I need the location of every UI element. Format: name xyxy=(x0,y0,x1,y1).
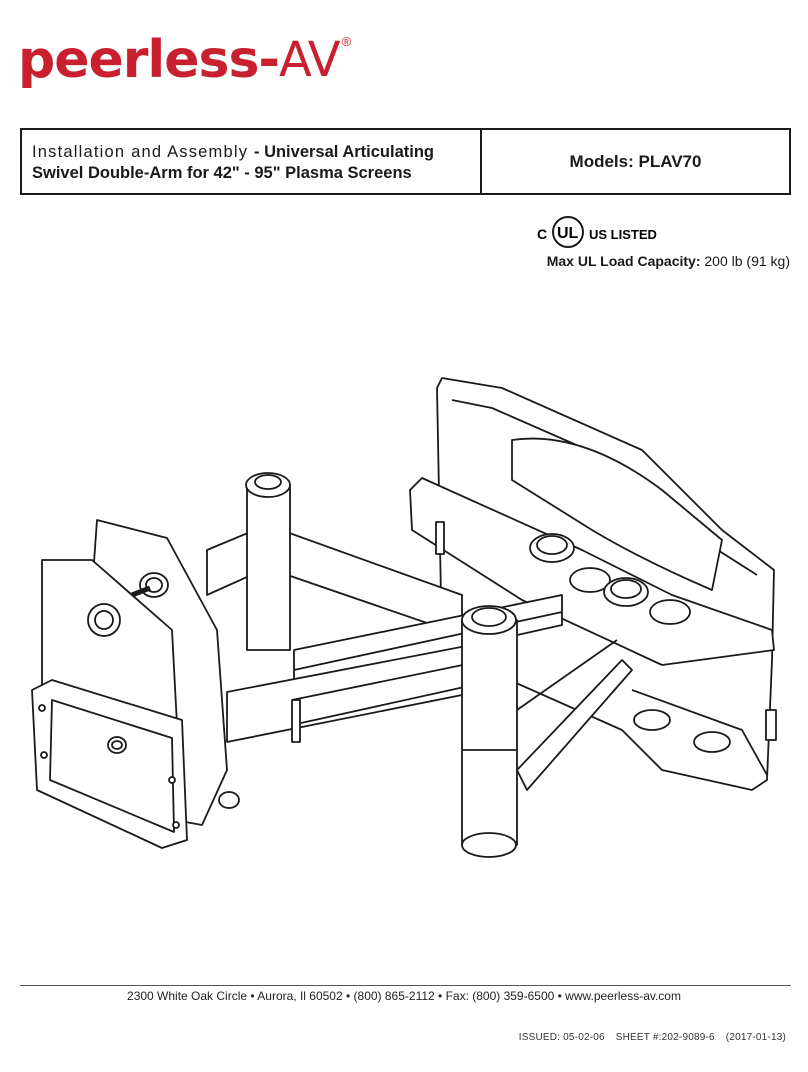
mount-illustration xyxy=(31,377,777,858)
load-capacity-label: Max UL Load Capacity: xyxy=(546,253,701,269)
title-block: Installation and Assembly - Universal Ar… xyxy=(20,128,791,195)
load-capacity-value: 200 lb (91 kg) xyxy=(704,253,790,269)
sheet-number: SHEET #:202-9089-6 xyxy=(615,1032,715,1043)
ul-c-text: C xyxy=(537,226,547,242)
logo-wordmark: peerless- xyxy=(18,30,280,90)
footer-issue-info: ISSUED: 05-02-06 SHEET #:202-9089-6 (201… xyxy=(511,1032,786,1043)
ul-listed-text: US LISTED xyxy=(589,227,657,242)
revision-date: (2017-01-13) xyxy=(725,1032,786,1043)
load-capacity: Max UL Load Capacity: 200 lb (91 kg) xyxy=(547,253,790,269)
registered-mark: ® xyxy=(341,34,352,49)
title-line1-bold: - Universal Articulating xyxy=(253,143,434,161)
models-label: Models: PLAV70 xyxy=(569,151,702,171)
footer-divider xyxy=(20,985,791,986)
forearm xyxy=(226,605,633,858)
document-title: Installation and Assembly - Universal Ar… xyxy=(22,130,482,193)
title-line1-light: Installation and Assembly xyxy=(32,143,254,161)
ul-listed-icon: C UL US LISTED xyxy=(537,216,657,248)
wall-plate xyxy=(409,377,777,791)
footer-address: 2300 White Oak Circle • Aurora, Il 60502… xyxy=(127,989,681,1003)
logo-av: AV xyxy=(278,32,341,88)
ul-text: UL xyxy=(557,225,579,242)
peerless-av-logo: peerless- AV ® xyxy=(18,32,351,92)
issued-date: ISSUED: 05-02-06 xyxy=(518,1032,605,1043)
title-line2: Swivel Double-Arm for 42" - 95" Plasma S… xyxy=(32,164,412,182)
tilt-head xyxy=(31,519,240,849)
